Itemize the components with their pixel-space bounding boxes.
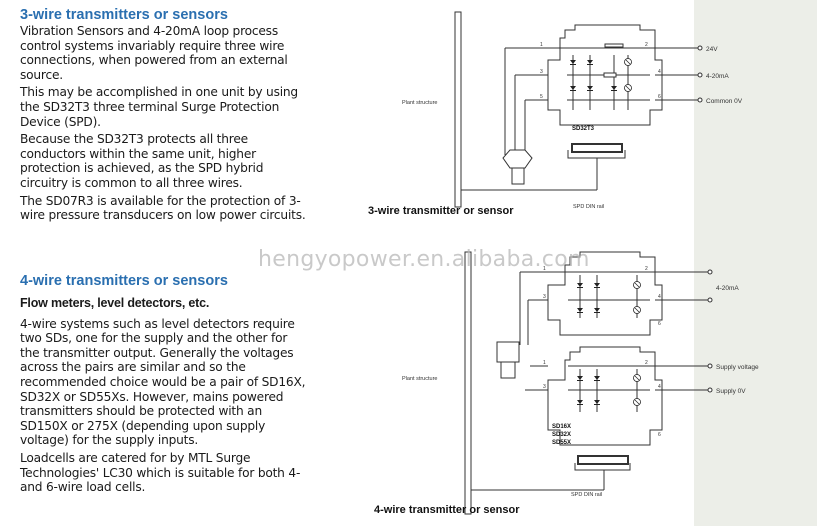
terminal-number: 1: [540, 42, 543, 48]
output-label-common-0v: Common 0V: [706, 98, 743, 105]
diagram-3-wire: [454, 11, 703, 208]
output-label-4-20ma: 4-20mA: [706, 73, 729, 80]
diagram-4-wire: [464, 251, 713, 515]
device-label: SD32T3: [572, 126, 595, 132]
caption-4-wire: 4-wire transmitter or sensor: [374, 504, 520, 516]
paragraph: Loadcells are catered for by MTL Surge T…: [20, 450, 301, 495]
din-rail-label: SPD DIN rail: [571, 492, 602, 498]
device-label: SD55X: [552, 440, 571, 446]
terminal-number: 4: [658, 384, 661, 390]
heading-3-wire: 3-wire transmitters or sensors: [20, 7, 228, 23]
terminal-number: 6: [658, 432, 661, 438]
output-label-supply-0v: Supply 0V: [716, 388, 746, 395]
device-label: SD16X: [552, 424, 571, 430]
right-margin-panel: [694, 0, 817, 526]
terminal-number: 6: [658, 321, 661, 327]
terminal-number: 3: [543, 294, 546, 300]
section-3-wire: 3-wire transmitters or sensors Vibration…: [20, 7, 310, 226]
din-rail-label: SPD DIN rail: [573, 204, 604, 210]
paragraph: Vibration Sensors and 4-20mA loop proces…: [20, 24, 288, 82]
device-label: SD32X: [552, 432, 571, 438]
terminal-number: 3: [540, 69, 543, 75]
paragraph: 4-wire systems such as level detectors r…: [20, 316, 306, 448]
output-label-24v: 24V: [706, 46, 718, 53]
paragraph: The SD07R3 is available for the protecti…: [20, 193, 306, 223]
terminal-number: 1: [543, 266, 546, 272]
paragraph: This may be accomplished in one unit by …: [20, 85, 298, 129]
terminal-number: 5: [540, 94, 543, 100]
output-label-supply-voltage: Supply voltage: [716, 364, 759, 371]
plant-structure-label: Plant structure: [402, 100, 437, 106]
terminal-number: 6: [658, 94, 661, 100]
plant-structure-pole: [454, 11, 462, 208]
terminal-number: 2: [645, 42, 648, 48]
spd-upper-housing: [547, 251, 663, 336]
terminal-number: 4: [658, 294, 661, 300]
caption-3-wire: 3-wire transmitter or sensor: [368, 205, 514, 217]
plant-structure-pole: [464, 251, 472, 515]
plant-structure-label: Plant structure: [402, 376, 437, 382]
paragraph: Because the SD32T3 protects all three co…: [20, 132, 264, 190]
section-4-wire: 4-wire transmitters or sensors Flow mete…: [20, 273, 310, 498]
output-label-4-20ma: 4-20mA: [716, 285, 739, 292]
watermark-text: hengyopower.en.alibaba.com: [258, 247, 590, 272]
terminal-number: 2: [645, 266, 648, 272]
terminal-number: 1: [543, 360, 546, 366]
terminal-number: 4: [658, 69, 661, 75]
subheading-4-wire: Flow meters, level detectors, etc.: [20, 296, 210, 310]
terminal-number: 3: [543, 384, 546, 390]
spd-lower-housing: [547, 346, 663, 446]
terminal-number: 2: [645, 360, 648, 366]
heading-4-wire: 4-wire transmitters or sensors: [20, 273, 228, 289]
